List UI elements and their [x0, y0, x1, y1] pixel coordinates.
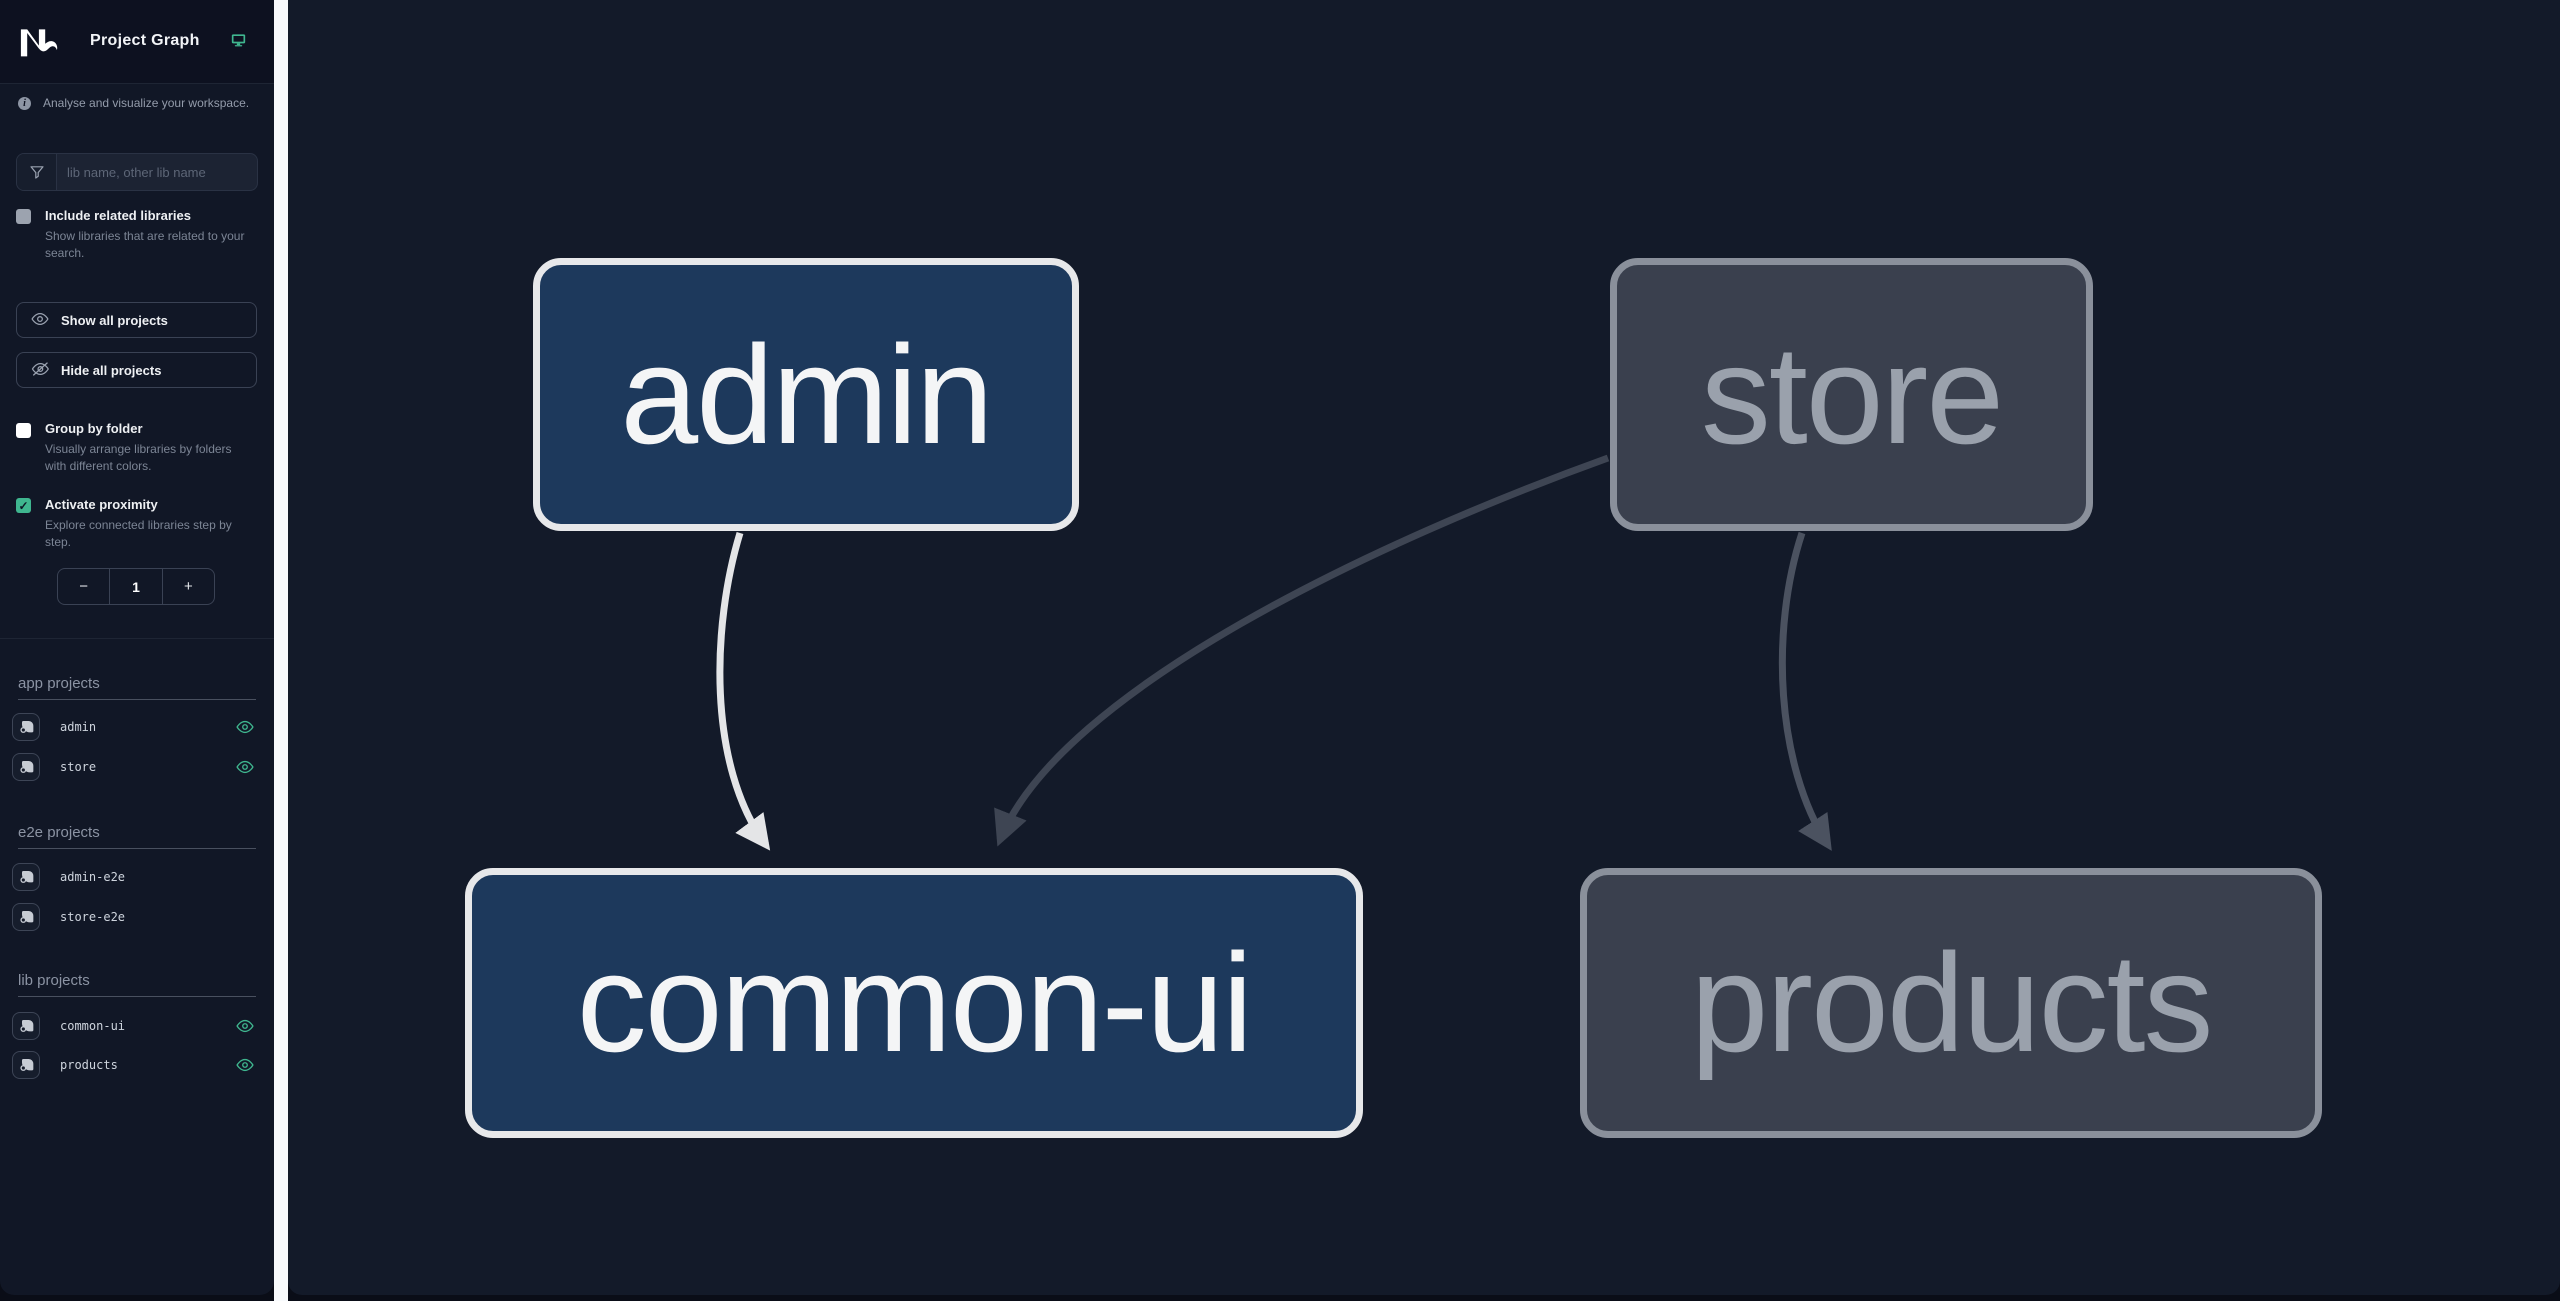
- checkbox-include-related[interactable]: [16, 209, 31, 224]
- hide-all-projects-button[interactable]: Hide all projects: [16, 352, 257, 388]
- focus-project-button[interactable]: [12, 1012, 40, 1040]
- section-lib-projects: lib projects: [18, 972, 256, 997]
- filter-funnel-icon: [17, 154, 57, 190]
- proximity-decrement-button[interactable]: −: [79, 578, 89, 595]
- edge-store-to-common-ui: [994, 454, 1610, 847]
- proximity-increment-button[interactable]: +: [183, 578, 193, 595]
- graph-node-common-ui[interactable]: common-ui: [465, 868, 1363, 1138]
- focus-pin-icon: [20, 911, 34, 923]
- node-label: products: [1690, 924, 2214, 1081]
- checkbox-activate-proximity-desc: Explore connected libraries step by step…: [45, 518, 232, 549]
- project-row-admin: admin: [12, 712, 262, 742]
- info-icon: i: [18, 96, 31, 110]
- section-e2e-projects: e2e projects: [18, 824, 256, 849]
- eye-icon: [31, 312, 49, 329]
- show-all-projects-button[interactable]: Show all projects: [16, 302, 257, 338]
- monitor-icon[interactable]: [230, 32, 247, 53]
- hide-all-projects-label: Hide all projects: [61, 362, 162, 378]
- project-row-store: store: [12, 752, 262, 782]
- node-label: common-ui: [576, 924, 1253, 1081]
- project-name[interactable]: store-e2e: [60, 910, 126, 924]
- focus-pin-icon: [20, 1020, 34, 1032]
- graph-node-admin[interactable]: admin: [533, 258, 1079, 531]
- section-app-projects: app projects: [18, 675, 256, 700]
- focus-pin-icon: [20, 721, 34, 733]
- show-all-projects-label: Show all projects: [61, 312, 168, 328]
- graph-node-store[interactable]: store: [1610, 258, 2093, 531]
- tagline: Analyse and visualize your workspace.: [43, 96, 250, 110]
- toggle-visibility-eye-icon[interactable]: [236, 758, 254, 776]
- edge-store-to-products: [1778, 531, 1832, 851]
- toggle-visibility-eye-icon[interactable]: [236, 718, 254, 736]
- project-name[interactable]: products: [60, 1058, 118, 1072]
- focus-pin-icon: [20, 1059, 34, 1071]
- edges-layer: [716, 454, 1832, 851]
- focus-project-button[interactable]: [12, 903, 40, 931]
- project-row-admin-e2e: admin-e2e: [12, 862, 262, 892]
- project-name[interactable]: store: [60, 760, 97, 774]
- checkbox-group-by-folder-desc: Visually arrange libraries by folders wi…: [45, 442, 232, 473]
- sidebar-divider: [0, 638, 274, 639]
- focus-project-button[interactable]: [12, 863, 40, 891]
- sidebar-header: Project Graph: [0, 0, 274, 84]
- focus-pin-icon: [20, 871, 34, 883]
- focus-project-button[interactable]: [12, 753, 40, 781]
- tagline-row: i Analyse and visualize your workspace.: [18, 96, 249, 110]
- nx-logo-icon: [16, 24, 60, 65]
- checkmark-icon: ✓: [18, 498, 29, 513]
- node-label: store: [1700, 315, 2004, 473]
- node-label: admin: [620, 315, 993, 473]
- checkbox-activate-proximity-label[interactable]: Activate proximity: [45, 497, 158, 512]
- focus-project-button[interactable]: [12, 1051, 40, 1079]
- search-input[interactable]: [57, 154, 257, 190]
- search-box: [16, 153, 258, 191]
- project-name[interactable]: admin-e2e: [60, 870, 126, 884]
- project-row-store-e2e: store-e2e: [12, 902, 262, 932]
- graph-canvas[interactable]: admin store common-ui products: [288, 0, 2560, 1295]
- toggle-visibility-eye-icon[interactable]: [236, 1056, 254, 1074]
- checkbox-group-by-folder-label[interactable]: Group by folder: [45, 421, 143, 436]
- proximity-value: 1: [109, 569, 163, 604]
- project-name[interactable]: admin: [60, 720, 97, 734]
- edge-admin-to-common-ui: [716, 531, 771, 851]
- toggle-visibility-eye-icon[interactable]: [236, 1017, 254, 1035]
- panel-resize-gutter[interactable]: [274, 0, 288, 1301]
- proximity-stepper: − 1 +: [57, 568, 215, 605]
- checkbox-activate-proximity[interactable]: ✓: [16, 498, 31, 513]
- focus-project-button[interactable]: [12, 713, 40, 741]
- project-row-common-ui: common-ui: [12, 1011, 262, 1041]
- checkbox-include-related-label[interactable]: Include related libraries: [45, 208, 191, 223]
- app-title: Project Graph: [90, 32, 200, 49]
- graph-node-products[interactable]: products: [1580, 868, 2322, 1138]
- project-row-products: products: [12, 1050, 262, 1080]
- checkbox-include-related-desc: Show libraries that are related to your …: [45, 229, 245, 260]
- checkbox-group-by-folder[interactable]: [16, 423, 31, 438]
- focus-pin-icon: [20, 761, 34, 773]
- sidebar: Project Graph i Analyse and visualize yo…: [0, 0, 274, 1295]
- project-name[interactable]: common-ui: [60, 1019, 126, 1033]
- eye-off-icon: [31, 361, 49, 380]
